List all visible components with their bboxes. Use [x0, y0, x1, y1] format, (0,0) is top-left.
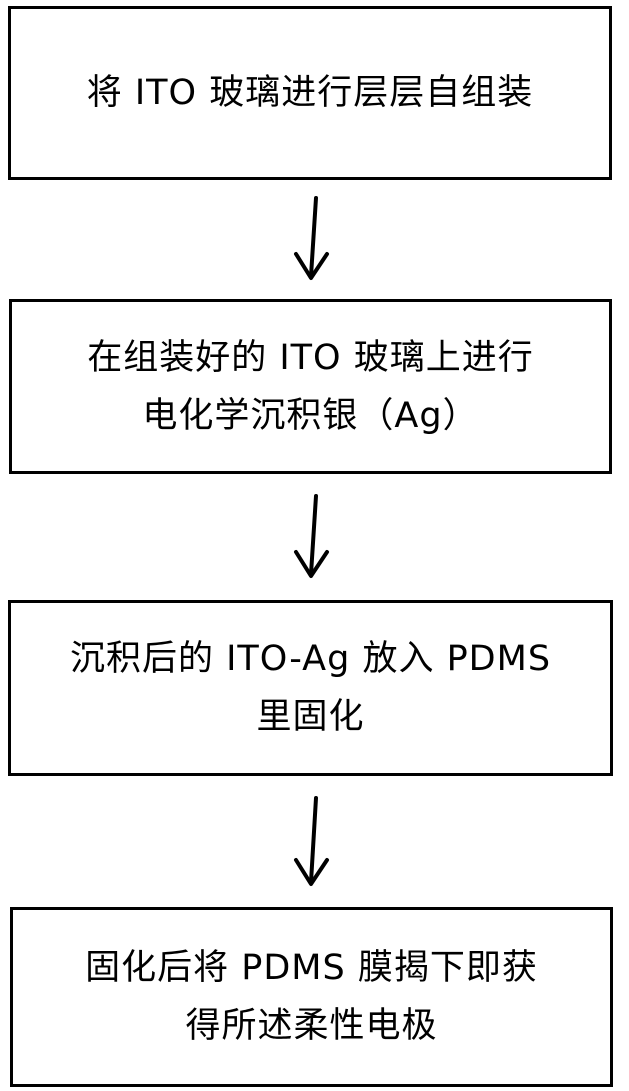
- step-2-line-1: 在组装好的 ITO 玻璃上进行: [87, 337, 534, 378]
- step-4-box: 固化后将 PDMS 膜揭下即获 得所述柔性电极: [10, 907, 613, 1087]
- step-3-line-1: 沉积后的 ITO-Ag 放入 PDMS: [69, 639, 552, 679]
- arrow-down-2: [294, 494, 329, 578]
- step-3-line-2: 里固化: [256, 697, 365, 737]
- step-3-box: 沉积后的 ITO-Ag 放入 PDMS 里固化: [8, 600, 613, 776]
- step-1-box: 将 ITO 玻璃进行层层自组装: [8, 6, 612, 180]
- step-4-line-2: 得所述柔性电极: [185, 1006, 438, 1046]
- arrow-down-1: [294, 196, 329, 280]
- step-4-line-1: 固化后将 PDMS 膜揭下即获: [85, 948, 538, 988]
- step-2-line-2: 电化学沉积银（Ag）: [142, 395, 479, 436]
- step-2-box: 在组装好的 ITO 玻璃上进行 电化学沉积银（Ag）: [9, 299, 612, 474]
- step-1-line-1: 将 ITO 玻璃进行层层自组装: [86, 73, 534, 113]
- arrow-down-3: [294, 796, 329, 886]
